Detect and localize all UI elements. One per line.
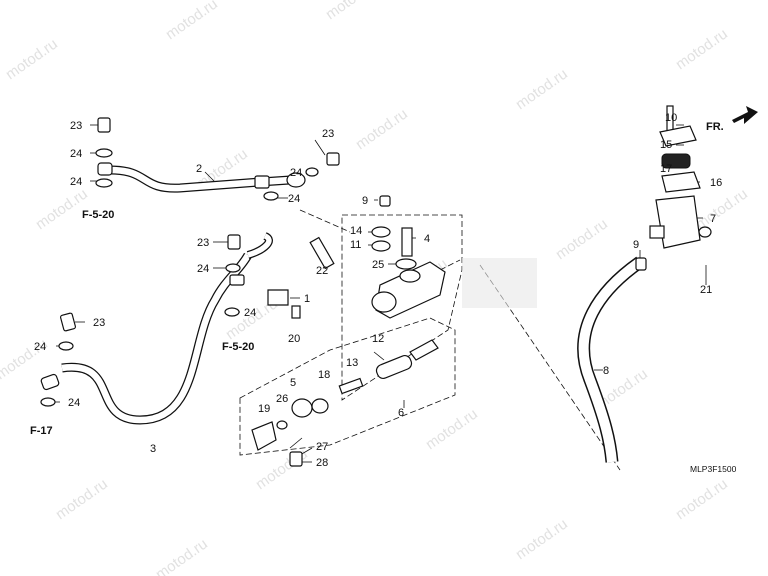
direction-label: FR. xyxy=(706,121,724,133)
callout-24: 24 xyxy=(70,176,82,188)
callout-24: 24 xyxy=(70,148,82,160)
reference-f-5-20: F-5-20 xyxy=(222,341,254,353)
watermark-text: motod.ru xyxy=(693,185,751,233)
master-cylinder xyxy=(371,261,446,319)
lower-parts xyxy=(251,339,439,467)
reservoir-hose xyxy=(577,256,644,463)
hose-upper xyxy=(97,162,306,193)
watermark-text: motod.ru xyxy=(553,215,611,263)
watermark-text: motod.ru xyxy=(53,475,111,523)
callout-21: 21 xyxy=(700,284,712,296)
callout-18: 18 xyxy=(318,369,330,381)
fasteners xyxy=(40,105,712,407)
callout-9: 9 xyxy=(633,239,639,251)
reference-f-17: F-17 xyxy=(30,425,53,437)
cross-references: F-5-20 F-5-20 F-17 xyxy=(30,209,254,437)
callout-24: 24 xyxy=(197,263,209,275)
callout-12: 12 xyxy=(372,333,384,345)
front-direction-arrow: FR. xyxy=(706,106,758,133)
callout-25: 25 xyxy=(372,259,384,271)
callout-23: 23 xyxy=(322,128,334,140)
callout-2: 2 xyxy=(196,163,202,175)
callout-10: 10 xyxy=(665,112,677,124)
callout-7: 7 xyxy=(710,213,716,225)
watermark-text: motod.ru xyxy=(673,475,731,523)
watermark-text: motod.ru xyxy=(513,65,571,113)
callout-13: 13 xyxy=(346,357,358,369)
callout-19: 19 xyxy=(258,403,270,415)
reference-f-5-20: F-5-20 xyxy=(82,209,114,221)
callout-24: 24 xyxy=(34,341,46,353)
callout-3: 3 xyxy=(150,443,156,455)
watermark-layer: motod.ru motod.ru motod.ru motod.ru moto… xyxy=(0,0,751,576)
watermark-text: motod.ru xyxy=(353,105,411,153)
hatch-area xyxy=(462,258,537,308)
callout-26: 26 xyxy=(276,393,288,405)
callout-16: 16 xyxy=(710,177,722,189)
callout-15: 15 xyxy=(660,139,672,151)
watermark-text: motod.ru xyxy=(153,535,211,576)
callout-27: 27 xyxy=(316,441,328,453)
callout-1: 1 xyxy=(304,293,310,305)
watermark-text: motod.ru xyxy=(163,0,221,43)
callout-24: 24 xyxy=(244,307,256,319)
callout-14: 14 xyxy=(350,225,362,237)
callout-23: 23 xyxy=(93,317,105,329)
reservoir xyxy=(649,125,701,249)
hose-lower xyxy=(40,232,273,425)
figure-code: MLP3F1500 xyxy=(690,464,737,474)
callout-20: 20 xyxy=(288,333,300,345)
watermark-text: motod.ru xyxy=(673,25,731,73)
callout-24: 24 xyxy=(288,193,300,205)
watermark-text: motod.ru xyxy=(3,35,61,83)
callout-24: 24 xyxy=(290,167,302,179)
callout-4: 4 xyxy=(424,233,430,245)
callout-28: 28 xyxy=(316,457,328,469)
callout-17: 17 xyxy=(660,163,672,175)
callout-labels: 23 24 24 2 23 24 24 23 24 1 24 20 23 24 … xyxy=(34,112,722,469)
callout-24: 24 xyxy=(68,397,80,409)
callout-23: 23 xyxy=(197,237,209,249)
callout-11: 11 xyxy=(350,239,361,251)
watermark-text: motod.ru xyxy=(513,515,571,563)
callout-23: 23 xyxy=(70,120,82,132)
callout-22: 22 xyxy=(316,265,328,277)
watermark-text: motod.ru xyxy=(323,0,381,23)
callout-9: 9 xyxy=(362,195,368,207)
watermark-text: motod.ru xyxy=(423,405,481,453)
callout-8: 8 xyxy=(603,365,609,377)
callout-6: 6 xyxy=(398,407,404,419)
callout-5: 5 xyxy=(290,377,296,389)
